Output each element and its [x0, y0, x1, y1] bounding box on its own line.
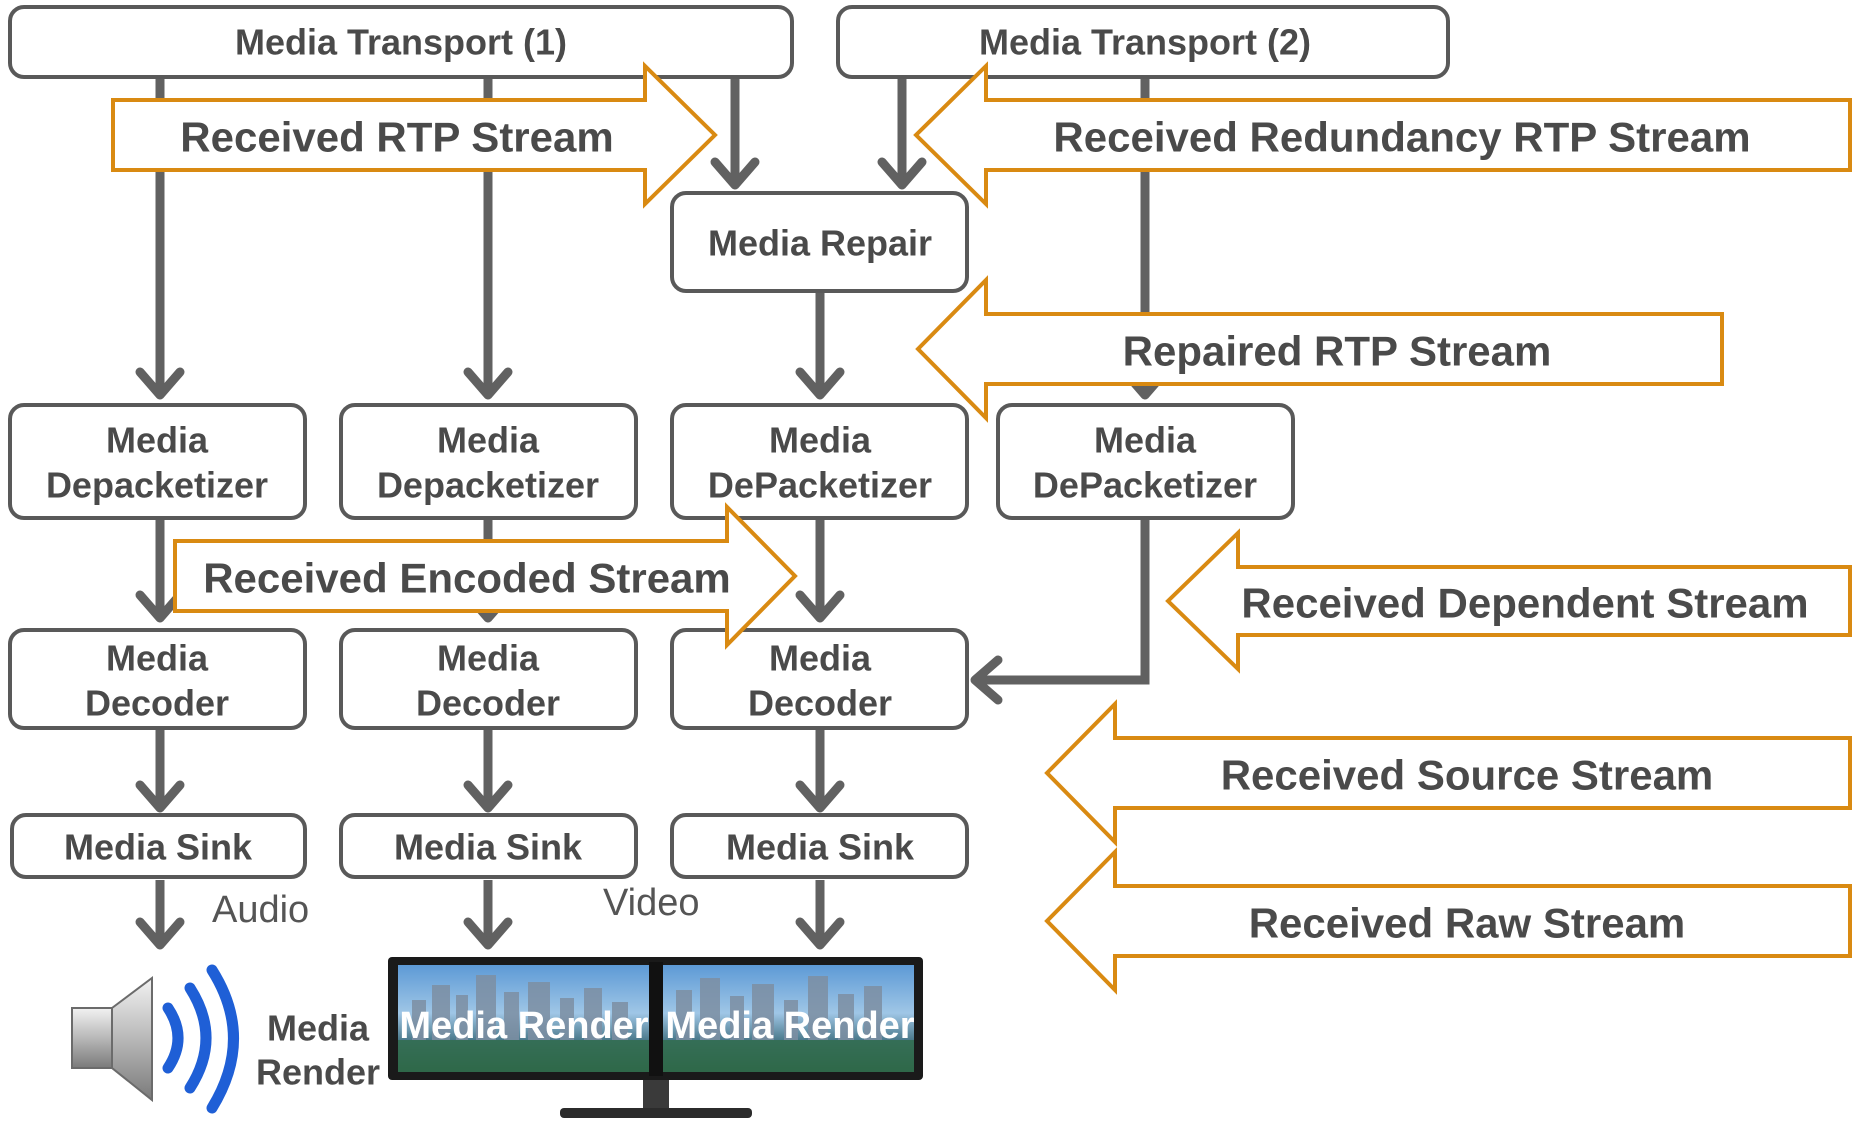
arrow-received-dependent-stream: Received Dependent Stream [1165, 528, 1852, 674]
arrow-received-redundancy-rtp-stream: Received Redundancy RTP Stream [913, 61, 1852, 209]
depacketizer-3: Media DePacketizer [670, 403, 969, 520]
arrowhead-depacketizer1 [135, 367, 185, 400]
decoder-1-line1: Media [106, 638, 209, 679]
flow-depacketizer4-to-decoder3 [975, 520, 1150, 685]
media-transport-2-label: Media Transport (2) [979, 22, 1311, 63]
monitor-right-render-label: Media Render [665, 1005, 914, 1047]
dual-monitor-icon [388, 957, 923, 1118]
monitor-stand [643, 1080, 669, 1110]
arrow-received-redundancy-rtp-stream-label: Received Redundancy RTP Stream [1053, 114, 1750, 161]
arrow-repaired-rtp-stream: Repaired RTP Stream [915, 275, 1724, 423]
arrowhead-decoder3 [795, 590, 845, 623]
decoder-3: Media Decoder [670, 628, 969, 730]
arrow-received-rtp-stream: Received RTP Stream [111, 61, 718, 209]
sink-1: Media Sink [10, 813, 307, 879]
arrow-received-encoded-stream: Received Encoded Stream [173, 502, 798, 650]
media-transport-2: Media Transport (2) [836, 5, 1450, 79]
media-transport-1-label: Media Transport (1) [235, 22, 567, 63]
speaker-render-line2: Render [256, 1052, 380, 1093]
depacketizer-2-line2: Depacketizer [377, 465, 599, 506]
depacketizer-1-line1: Media [106, 420, 209, 461]
speaker-render-line1: Media [267, 1008, 370, 1049]
decoder-3-line1: Media [769, 638, 872, 679]
arrowhead-depacketizer2 [463, 367, 513, 400]
arrowhead-sink3 [795, 780, 845, 813]
decoder-2-line2: Decoder [416, 683, 560, 724]
decoder-1: Media Decoder [8, 628, 307, 730]
depacketizer-1-line2: Depacketizer [46, 465, 268, 506]
depacketizer-4: Media DePacketizer [996, 403, 1295, 520]
arrow-received-rtp-stream-label: Received RTP Stream [180, 114, 613, 161]
arrowhead-depacketizer3 [795, 367, 845, 400]
arrow-received-raw-stream: Received Raw Stream [1044, 847, 1852, 995]
arrowhead-sink2 [463, 780, 513, 813]
depacketizer-4-line2: DePacketizer [1033, 465, 1257, 506]
depacketizer-2: Media Depacketizer [339, 403, 638, 520]
arrowhead-repair-right [877, 157, 927, 190]
arrowhead-speaker [135, 917, 185, 950]
speaker-icon [71, 964, 239, 1114]
depacketizer-4-line1: Media [1094, 420, 1197, 461]
decoder-2-line1: Media [437, 638, 540, 679]
arrow-repaired-rtp-stream-label: Repaired RTP Stream [1123, 328, 1552, 375]
sink-2: Media Sink [339, 813, 638, 879]
arrowhead-sink1 [135, 780, 185, 813]
depacketizer-2-line1: Media [437, 420, 540, 461]
arrow-received-source-stream: Received Source Stream [1044, 699, 1852, 847]
arrowhead-monitor-right [795, 917, 845, 950]
arrowhead-monitor-left [463, 917, 513, 950]
media-repair-label: Media Repair [708, 223, 932, 264]
sink-3-label: Media Sink [726, 827, 915, 868]
arrow-received-dependent-stream-label: Received Dependent Stream [1241, 580, 1808, 627]
video-label: Video [603, 882, 700, 924]
sink-1-label: Media Sink [64, 827, 253, 868]
decoder-2: Media Decoder [339, 628, 638, 730]
media-repair-box: Media Repair [670, 191, 969, 293]
arrow-received-raw-stream-label: Received Raw Stream [1249, 900, 1686, 947]
audio-label: Audio [212, 889, 309, 931]
speaker-wave-1 [162, 1002, 184, 1074]
monitor-base [560, 1108, 752, 1118]
arrow-received-source-stream-label: Received Source Stream [1221, 752, 1714, 799]
decoder-1-line2: Decoder [85, 683, 229, 724]
speaker-wave-3 [206, 964, 239, 1114]
depacketizer-1: Media Depacketizer [8, 403, 307, 520]
decoder-3-line2: Decoder [748, 683, 892, 724]
monitor-left-render-label: Media Render [399, 1005, 648, 1047]
sink-2-label: Media Sink [394, 827, 583, 868]
depacketizer-3-line1: Media [769, 420, 872, 461]
depacketizer-3-line2: DePacketizer [708, 465, 932, 506]
arrowhead-decoder3-side [970, 655, 1003, 705]
arrow-received-encoded-stream-label: Received Encoded Stream [203, 555, 731, 602]
media-transport-1: Media Transport (1) [8, 5, 794, 79]
sink-3: Media Sink [670, 813, 969, 879]
arrowhead-repair-left [710, 157, 760, 190]
speaker-wave-2 [184, 982, 212, 1094]
